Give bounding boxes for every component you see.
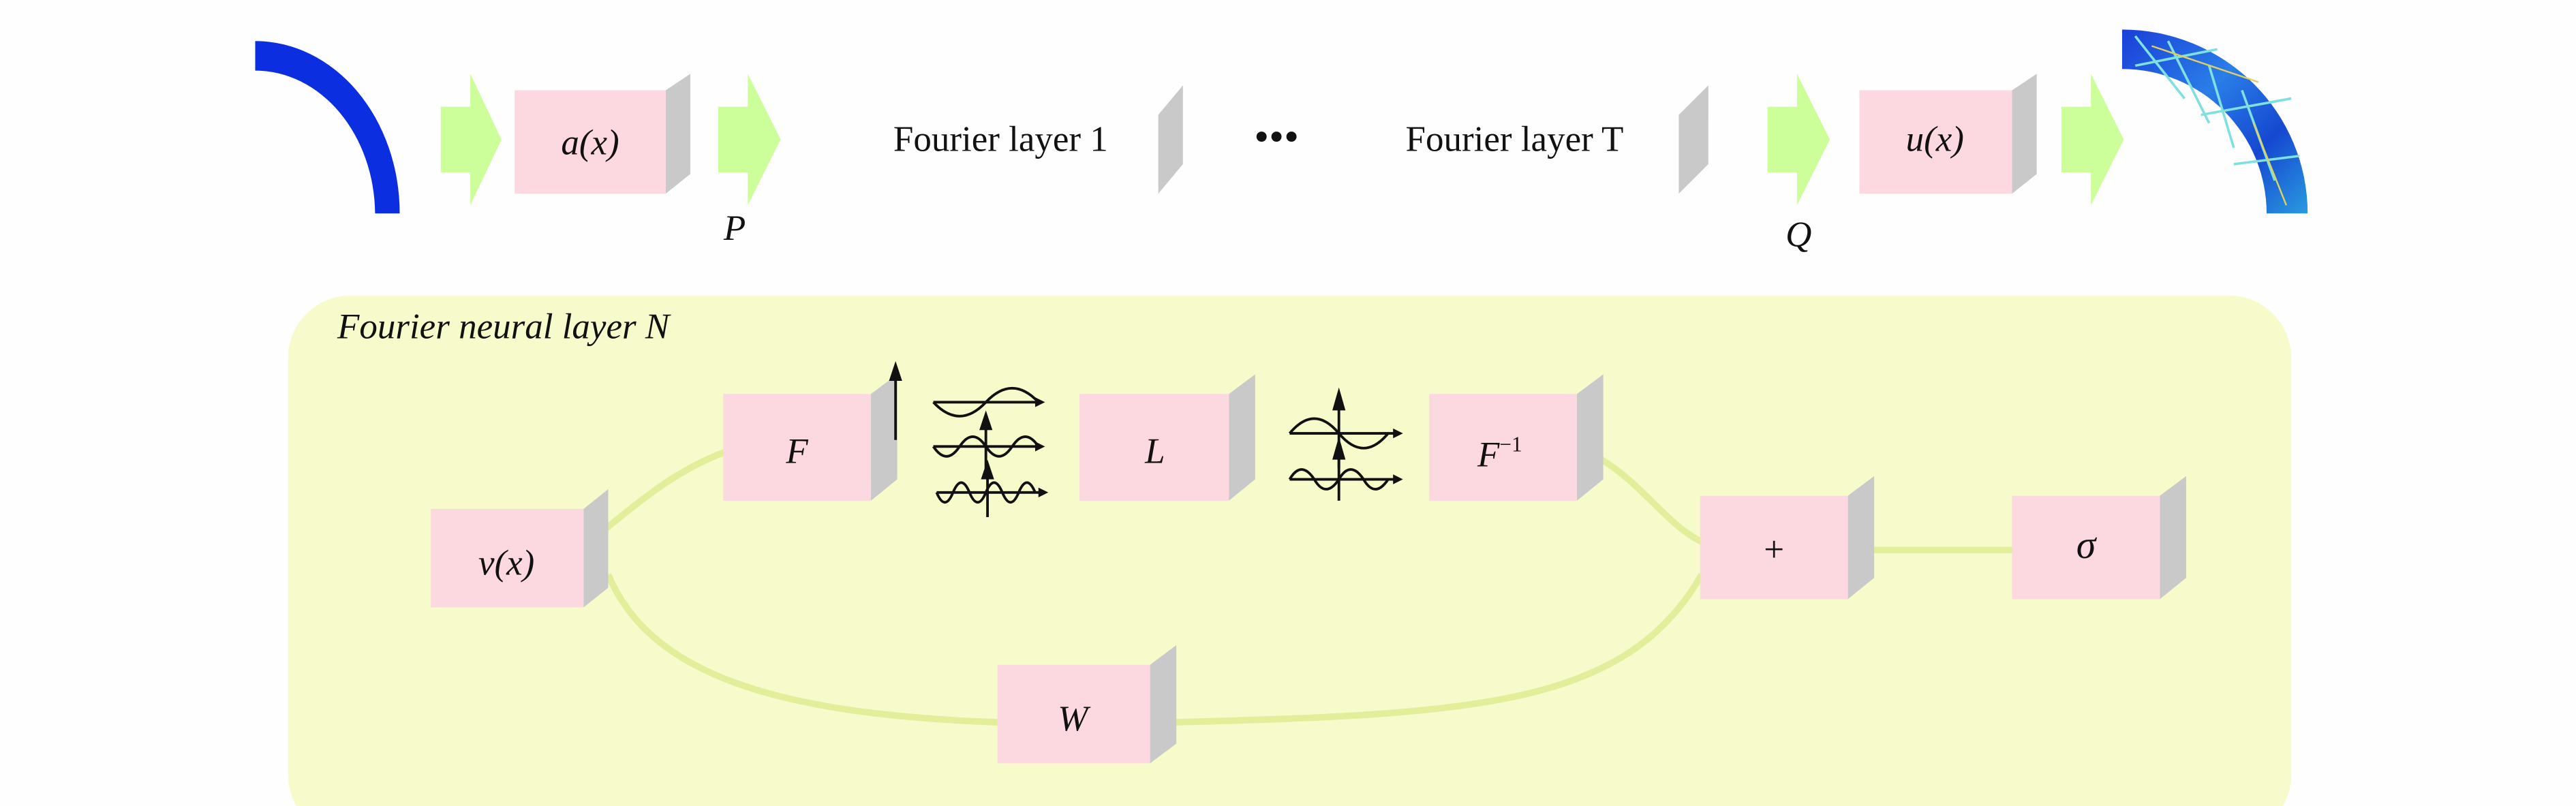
connector-v-to-w <box>605 573 998 726</box>
sum-label: + <box>1764 530 1784 570</box>
linear-transform-box: L <box>1079 374 1255 501</box>
project-arrow <box>1767 74 1830 206</box>
layer-t-plate <box>1678 85 1708 194</box>
inverse-fourier-superscript: −1 <box>1499 433 1522 456</box>
fourier-layer-t-label: Fourier layer T <box>1406 120 1624 159</box>
inverse-fourier-base: F <box>1477 435 1500 474</box>
arrow-in <box>440 74 502 206</box>
weight-box: W <box>997 645 1177 764</box>
layer-1-plate <box>1158 85 1183 194</box>
panel-title: Fourier neural layer N <box>337 307 671 346</box>
v-box: v(x) <box>431 489 609 608</box>
frequency-modes-icon <box>932 387 1049 517</box>
ellipsis: ••• <box>1254 113 1299 161</box>
fourier-transform-label: F <box>785 431 808 471</box>
input-function-box: a(x) <box>515 74 690 194</box>
project-operator-label: Q <box>1785 215 1811 254</box>
weight-label: W <box>1058 699 1091 739</box>
fourier-transform-box: F <box>723 361 902 501</box>
activation-label: σ <box>2076 523 2098 567</box>
input-domain-shape <box>255 41 400 214</box>
lift-operator-label: P <box>723 208 746 248</box>
fourier-layer-1-label: Fourier layer 1 <box>893 120 1108 159</box>
filtered-modes-icon <box>1288 387 1403 501</box>
input-function-label: a(x) <box>561 123 619 162</box>
output-solution-field <box>2121 29 2308 214</box>
linear-transform-label: L <box>1144 431 1165 471</box>
lift-arrow <box>718 74 781 206</box>
activation-box: σ <box>2012 476 2186 600</box>
connector-v-to-f <box>598 448 728 536</box>
output-function-label: u(x) <box>1906 120 1964 159</box>
v-box-label: v(x) <box>478 543 534 583</box>
output-function-box: u(x) <box>1859 74 2037 194</box>
arrow-out <box>2061 74 2124 206</box>
sum-box: + <box>1700 476 1875 600</box>
connector-w-to-sum <box>1174 572 1705 726</box>
inverse-fourier-box: F−1 <box>1429 374 1604 501</box>
inverse-fourier-label: F−1 <box>1477 433 1522 475</box>
connector-finv-to-sum <box>1599 456 1704 545</box>
